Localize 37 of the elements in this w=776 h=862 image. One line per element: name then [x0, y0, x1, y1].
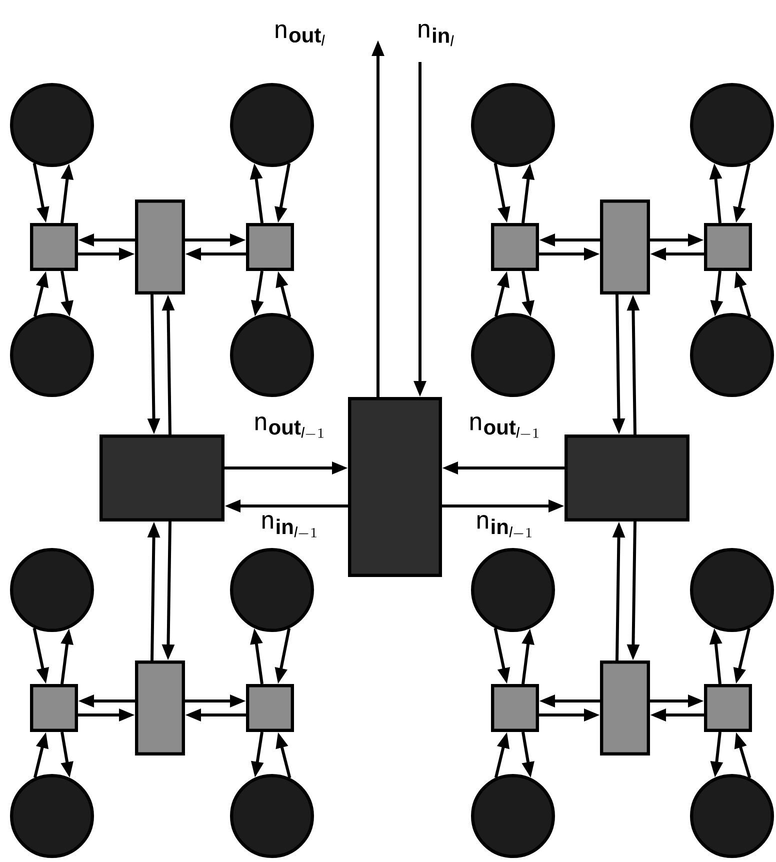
edge-label: $\mathsf{n}_{\mathbf{out}_{\mathit{l}}}$ — [271, 22, 329, 48]
circle-node — [690, 83, 774, 167]
circle-node — [690, 774, 774, 858]
square-box — [704, 684, 752, 732]
square-box — [30, 684, 78, 732]
square-box — [100, 434, 224, 522]
circle-node — [690, 548, 774, 632]
square-box — [246, 223, 294, 272]
rectangle-box — [600, 200, 650, 295]
square-box — [491, 223, 539, 272]
edge-label: $\mathsf{n}_{\mathbf{out}_{\mathit{l}-1}}$ — [466, 414, 544, 442]
circle-node — [230, 83, 314, 167]
edge-label: $\mathsf{n}_{\mathbf{in}_{\mathit{l}}}$ — [414, 22, 458, 48]
square-box — [246, 684, 294, 732]
rectangle-box — [135, 660, 185, 756]
circle-node — [471, 774, 555, 858]
circle-node — [10, 774, 94, 858]
edge-label: $\mathsf{n}_{\mathbf{out}_{\mathit{l}-1}}$ — [251, 414, 329, 442]
circle-node — [10, 83, 94, 167]
square-box — [30, 223, 78, 272]
circle-node — [230, 774, 314, 858]
circle-node — [690, 313, 774, 397]
circle-node — [230, 548, 314, 632]
rectangle-box — [600, 660, 650, 756]
rectangle-box — [348, 397, 442, 577]
circle-node — [471, 548, 555, 632]
circle-node — [471, 313, 555, 397]
square-box — [704, 223, 752, 272]
square-box — [491, 684, 539, 732]
square-box — [564, 434, 690, 522]
circle-node — [10, 313, 94, 397]
edge-label: $\mathsf{n}_{\mathbf{in}_{\mathit{l}-1}}$ — [258, 513, 322, 541]
edge-label: $\mathsf{n}_{\mathbf{in}_{\mathit{l}-1}}$ — [473, 513, 537, 541]
circle-node — [471, 83, 555, 167]
circle-node — [230, 313, 314, 397]
rectangle-box — [135, 200, 185, 295]
circle-node — [10, 548, 94, 632]
